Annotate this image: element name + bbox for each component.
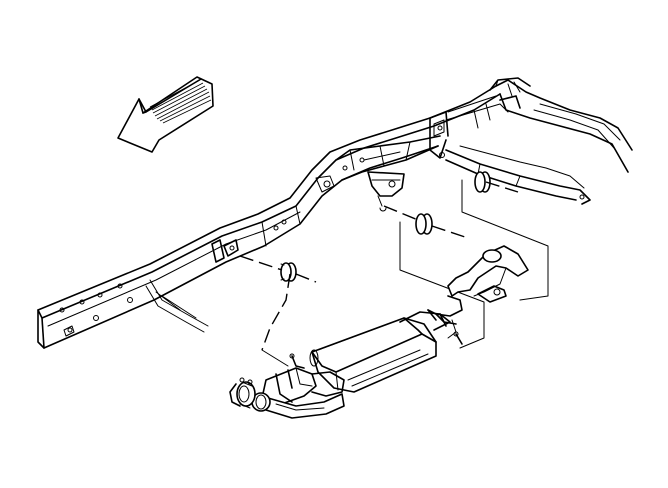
callout-box <box>261 179 549 367</box>
clamp <box>229 377 256 409</box>
rubber-insulator <box>280 171 491 282</box>
hanger-rod <box>289 333 463 369</box>
rear-frame-rail <box>429 77 633 173</box>
hanger-bracket <box>367 171 405 212</box>
crossmember <box>335 135 441 181</box>
callout-line <box>239 181 519 351</box>
muffler <box>309 309 451 393</box>
front-direction-arrow-icon <box>117 76 214 153</box>
tailpipe <box>427 245 529 339</box>
rear-crossmember <box>445 145 591 205</box>
